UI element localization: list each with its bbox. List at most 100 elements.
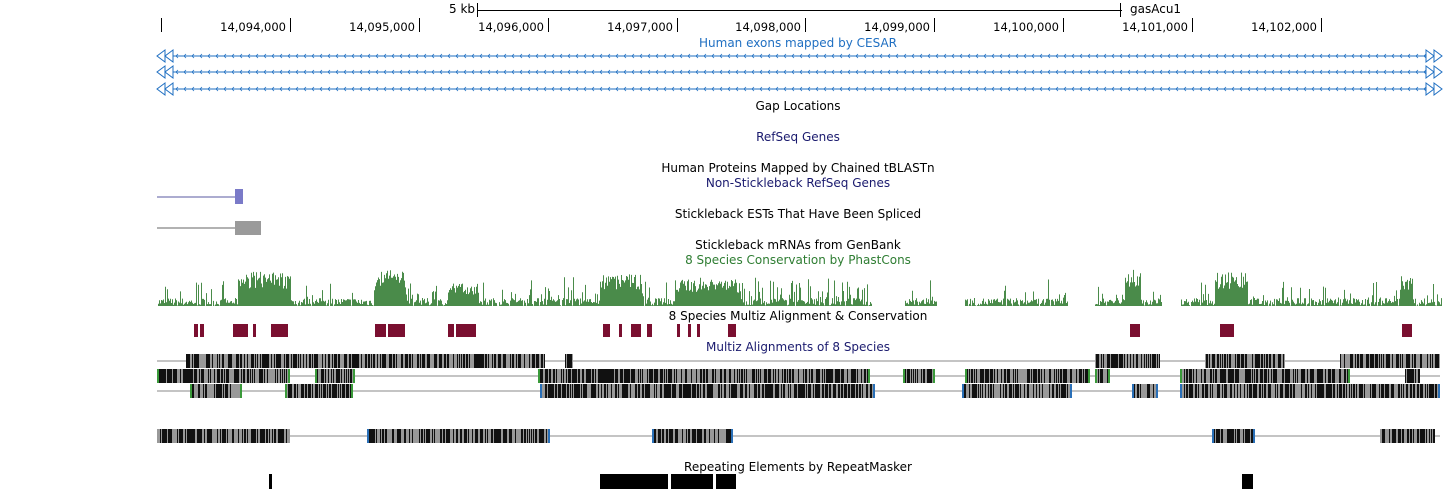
track-title-phastcons[interactable]: 8 Species Conservation by PhastCons	[685, 253, 911, 267]
conserved-element	[456, 324, 476, 337]
alignment-block-edge	[868, 369, 870, 383]
alignment-block-edge	[540, 384, 542, 398]
alignment-block-edge	[548, 429, 550, 443]
alignment-block-bases	[1382, 429, 1435, 443]
alignment-block-edge	[962, 384, 964, 398]
conserved-element	[253, 324, 256, 337]
alignment-block-edge	[315, 369, 317, 383]
ruler-tick	[290, 18, 291, 32]
alignment-block-edge	[652, 429, 654, 443]
track-title-multiz-align[interactable]: Multiz Alignments of 8 Species	[705, 340, 891, 354]
conserved-element	[375, 324, 386, 337]
repeat-element	[269, 474, 272, 489]
cesar-feature[interactable]	[156, 49, 1443, 63]
repeat-element	[716, 474, 736, 489]
cesar-left-arrow	[164, 49, 174, 63]
alignment-block-edge	[1156, 384, 1158, 398]
alignment-block-edge	[1088, 369, 1090, 383]
conserved-element	[1220, 324, 1234, 337]
scale-right-end	[1120, 3, 1121, 17]
cesar-right-arrow	[1425, 49, 1435, 63]
repeat-element	[671, 474, 713, 489]
alignment-block-edge	[1070, 384, 1072, 398]
track-title-xeno-refseq[interactable]: Non-Stickleback RefSeq Genes	[705, 176, 891, 190]
ruler-tick	[805, 18, 806, 32]
scale-line	[477, 10, 1122, 11]
track-title-refseq[interactable]: RefSeq Genes	[756, 130, 840, 144]
repeat-element	[600, 474, 668, 489]
cesar-right-arrow	[1425, 82, 1435, 96]
multiz-row-4[interactable]	[157, 429, 1440, 443]
alignment-block-edge	[1253, 429, 1255, 443]
cesar-left-arrow	[156, 82, 166, 96]
ruler-tick	[548, 18, 549, 32]
track-title-gap[interactable]: Gap Locations	[755, 99, 841, 113]
ruler-tick	[677, 18, 678, 32]
alignment-block-bases	[160, 429, 287, 443]
conserved-element	[388, 324, 405, 337]
conserved-element	[697, 324, 700, 337]
alignment-block-edge	[873, 384, 875, 398]
track-title-mrnas[interactable]: Stickleback mRNAs from GenBank	[695, 238, 901, 252]
alignment-block-edge	[157, 369, 159, 383]
alignment-block-bases	[565, 354, 572, 368]
phastcons-wiggle	[158, 269, 1442, 306]
multiz-row-3[interactable]	[157, 384, 1440, 398]
track-title-cesar[interactable]: Human exons mapped by CESAR	[699, 36, 897, 50]
multiz-row-1[interactable]	[157, 354, 1440, 368]
ruler-tick	[934, 18, 935, 32]
ruler-tick	[1321, 18, 1322, 32]
alignment-block-edge	[1180, 369, 1182, 383]
ruler-tick	[1063, 18, 1064, 32]
conserved-element	[271, 324, 288, 337]
alignment-block-bases	[369, 429, 550, 443]
conserved-element	[619, 324, 622, 337]
cesar-left-arrow	[156, 49, 166, 63]
scale-label: 5 kb	[449, 2, 476, 16]
cesar-right-arrow	[1433, 49, 1443, 63]
alignment-block-edge	[1348, 369, 1350, 383]
xeno-refseq-exon	[235, 189, 243, 204]
alignment-block-bases	[967, 369, 1088, 383]
ruler-tick-label: 14,102,000	[1251, 20, 1317, 34]
alignment-block-edge	[1132, 384, 1134, 398]
conserved-element	[603, 324, 610, 337]
conserved-element	[688, 324, 691, 337]
alignment-block-edge	[240, 384, 242, 398]
ruler-tick-label: 14,094,000	[220, 20, 286, 34]
track-title-tblastn[interactable]: Human Proteins Mapped by Chained tBLASTn	[661, 161, 935, 175]
track-title-multiz-cons[interactable]: 8 Species Multiz Alignment & Conservatio…	[668, 309, 928, 323]
cesar-right-arrow	[1433, 65, 1443, 79]
mrna-exon	[235, 221, 261, 235]
alignment-block-edge	[288, 369, 290, 383]
alignment-block-edge	[1108, 369, 1110, 383]
conserved-element	[631, 324, 641, 337]
track-title-repeatmasker[interactable]: Repeating Elements by RepeatMasker	[684, 460, 912, 474]
cesar-left-arrow	[164, 82, 174, 96]
cesar-feature[interactable]	[156, 82, 1443, 96]
alignment-block-edge	[351, 384, 353, 398]
ruler-tick-label: 14,098,000	[735, 20, 801, 34]
alignment-block-bases	[538, 369, 868, 383]
assembly-label: gasAcu1	[1130, 2, 1182, 16]
alignment-block-edge	[538, 369, 540, 383]
ruler-tick	[1192, 18, 1193, 32]
alignment-block-edge	[1212, 429, 1214, 443]
track-title-spliced-ests[interactable]: Stickleback ESTs That Have Been Spliced	[674, 207, 922, 221]
conserved-element	[200, 324, 204, 337]
cesar-feature[interactable]	[156, 65, 1443, 79]
cesar-right-arrow	[1425, 65, 1435, 79]
alignment-block-edge	[367, 429, 369, 443]
ruler-start-tick	[161, 18, 162, 32]
alignment-block-edge	[1438, 384, 1440, 398]
ruler-tick-label: 14,097,000	[607, 20, 673, 34]
cesar-chevrons	[175, 53, 1427, 59]
alignment-block-bases	[291, 354, 545, 368]
alignment-block-edge	[965, 369, 967, 383]
cesar-right-arrow	[1433, 82, 1443, 96]
alignment-block-edge	[353, 369, 355, 383]
multiz-row-2[interactable]	[157, 369, 1440, 383]
conserved-element	[448, 324, 454, 337]
alignment-block-edge	[285, 384, 287, 398]
